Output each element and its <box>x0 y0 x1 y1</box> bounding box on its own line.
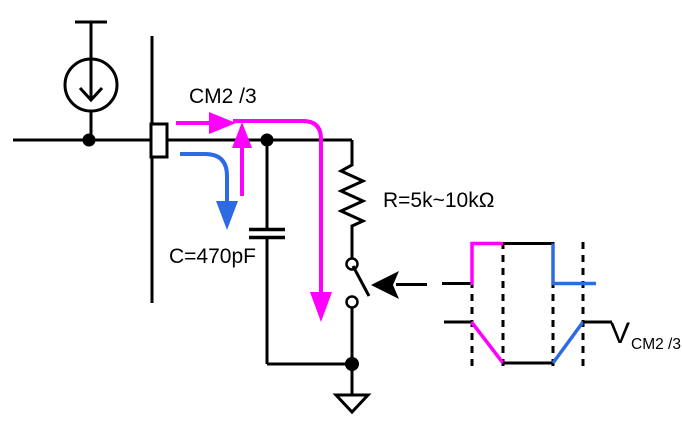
capacitor-label: C=470pF <box>169 245 256 268</box>
ground-icon <box>332 364 372 415</box>
junction-dot <box>260 133 274 147</box>
resistor-label: R=5k~10kΩ <box>383 189 494 212</box>
bottom-trace-magenta-ramp <box>470 320 505 365</box>
switch-icon <box>345 257 371 309</box>
supply-rail-icon <box>75 20 107 59</box>
waveform-voltage-label-sub: CM2 /3 <box>631 336 681 353</box>
current-arrow-right-icon <box>176 112 236 134</box>
top-trace-blue-fall <box>551 243 596 286</box>
current-arrow-up-icon <box>232 122 252 196</box>
current-path-down-arrow-icon <box>233 119 332 322</box>
junction-dot <box>82 133 96 147</box>
connector-pin <box>149 122 169 159</box>
capacitor-icon <box>249 143 285 364</box>
current-label: CM2 /3 <box>189 85 257 108</box>
switch-pointer-arrow <box>371 271 427 299</box>
top-trace-magenta-rise <box>470 241 503 285</box>
current-source-icon <box>63 57 119 140</box>
return-arrow-down-icon <box>180 152 238 230</box>
waveform-plot <box>442 241 612 365</box>
waveform-voltage-label: V CM2 /3 <box>610 317 681 353</box>
bottom-trace-blue-ramp <box>551 320 585 365</box>
resistor-icon <box>337 140 367 259</box>
waveform-voltage-label-main: V <box>610 317 630 350</box>
